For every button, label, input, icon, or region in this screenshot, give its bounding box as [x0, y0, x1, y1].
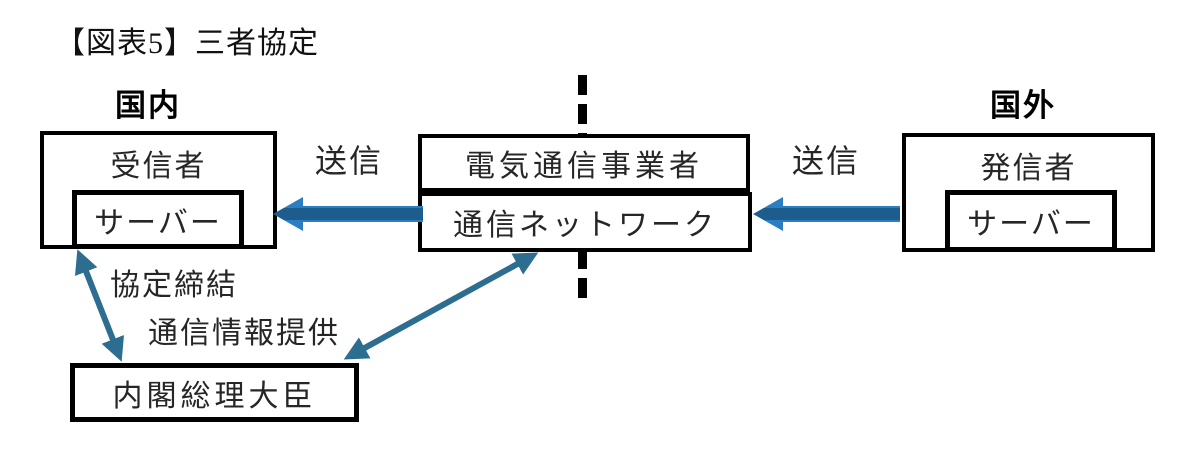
sender-server-label: サーバー	[967, 208, 1095, 241]
region-label-domestic: 国内	[115, 88, 181, 123]
agreement-label: 協定締結	[110, 269, 238, 302]
send-label-left: 送信	[314, 143, 383, 179]
send-block-arrow-left	[273, 197, 423, 231]
figure-title: 【図表5】三者協定	[55, 27, 319, 60]
network-label: 通信ネットワーク	[453, 209, 717, 242]
network-box: 通信ネットワーク	[418, 192, 752, 252]
receiver-server-label: サーバー	[94, 206, 222, 240]
send-label-right: 送信	[791, 143, 860, 179]
info-provision-arrow	[343, 252, 539, 360]
receiver-label: 受信者	[110, 150, 207, 183]
carrier-box: 電気通信事業者	[418, 134, 750, 192]
carrier-label: 電気通信事業者	[465, 150, 703, 183]
receiver-server-box: サーバー	[72, 190, 244, 249]
sender-server-box: サーバー	[945, 190, 1117, 252]
prime-minister-box: 内閣総理大臣	[70, 363, 359, 422]
region-label-overseas: 国外	[990, 88, 1056, 123]
info-provision-label: 通信情報提供	[148, 317, 340, 350]
send-block-arrow-right	[753, 197, 900, 231]
prime-minister-label: 内閣総理大臣	[112, 379, 317, 413]
sender-label: 発信者	[980, 152, 1077, 185]
